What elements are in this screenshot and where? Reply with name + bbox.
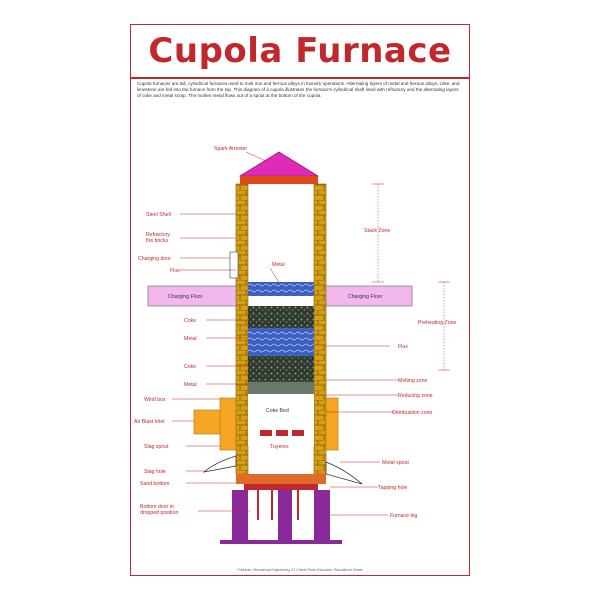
label-steel-shell: Steel Shell (146, 212, 171, 218)
intro-paragraph: Cupola furnaces are tall, cylindrical fu… (137, 81, 460, 98)
label-reducing-zone: Reducing zone (398, 393, 433, 399)
tuyere (260, 430, 272, 436)
label-refractory-line: fire bricks (146, 238, 169, 244)
furnace-leg (278, 490, 292, 540)
layer-coke-2 (248, 356, 314, 382)
leader-lines (172, 151, 450, 516)
charging-floor-left (147, 285, 237, 307)
bottom-door-hinges (257, 490, 299, 520)
label-refractory-line: Refractory (146, 232, 170, 238)
label-metal-spout: Metal spout (382, 460, 409, 466)
label-coke-bed: Coke Bed (266, 408, 289, 414)
sand-bottom (236, 474, 326, 484)
furnace-leg (232, 490, 248, 540)
label-bottom-door-line: Bottom door in (140, 504, 174, 510)
coke-bed (248, 394, 314, 446)
label-charging-floor-right: Charging Floor (348, 294, 383, 300)
label-metal-2: Metal (184, 336, 197, 342)
spark-arrester-cap (238, 151, 320, 177)
label-tuyeres: Tuyeres (270, 444, 289, 450)
left-brick-wall (235, 183, 249, 475)
label-bottom-door: Bottom door in dropped position (140, 504, 178, 516)
label-spark-arrester: Spark Arrester (214, 146, 247, 152)
label-metal-top: Metal (272, 262, 285, 268)
label-metal-3: Metal (184, 382, 197, 388)
layer-coke-3 (248, 382, 314, 394)
label-sand-bottom: Sand bottom (140, 481, 169, 487)
label-flux-right: Flux (398, 344, 408, 350)
tuyeres (260, 430, 304, 436)
label-preheating-zone: Preheating Zone (418, 320, 456, 326)
cap-base (240, 176, 318, 184)
label-bottom-door-line: dropped position (140, 510, 178, 516)
tuyere (292, 430, 304, 436)
wind-box-right (325, 397, 339, 451)
right-brick-wall (313, 183, 327, 475)
label-wind-box: Wind box (144, 397, 166, 403)
label-coke-1: Coke (184, 318, 196, 324)
label-flux: Flux (170, 268, 180, 274)
footer-credit: Publisher: Mechanical Engineering, IIT C… (237, 568, 363, 572)
label-coke-2: Coke (184, 364, 196, 370)
charging-door (229, 251, 239, 279)
metal-spout (325, 461, 363, 485)
charging-floor-right (325, 285, 413, 307)
label-combustion-zone: Combustion zone (392, 410, 432, 416)
furnace-leg (314, 490, 330, 540)
label-refractory: Refractory fire bricks (146, 232, 171, 244)
layer-metal-2b (248, 342, 314, 356)
slag-spout (202, 455, 237, 473)
label-stack-zone: Stack Zone (364, 228, 390, 234)
layer-metal-2 (248, 328, 314, 342)
layer-metal-top (248, 282, 314, 296)
ground (220, 540, 342, 544)
bottom-door (244, 484, 318, 490)
label-slag-hole: Slag hole (144, 469, 166, 475)
label-slag-spout: Slag spout (144, 444, 169, 450)
label-tapping-hole: Tapping hole (378, 485, 408, 491)
label-melting-zone: Melting zone (398, 378, 428, 384)
layer-coke-1 (248, 306, 314, 328)
poster-title: Cupola Furnace (148, 31, 452, 71)
label-charging-floor-left: Charging Floor (168, 294, 203, 300)
title-divider (131, 77, 469, 79)
wind-box (219, 397, 237, 451)
label-charging-door: Charging door (138, 256, 171, 262)
label-air-blast: Air Blast Inlet (134, 419, 165, 425)
tuyere (276, 430, 288, 436)
label-furnace-leg: Furnace leg (390, 513, 418, 519)
